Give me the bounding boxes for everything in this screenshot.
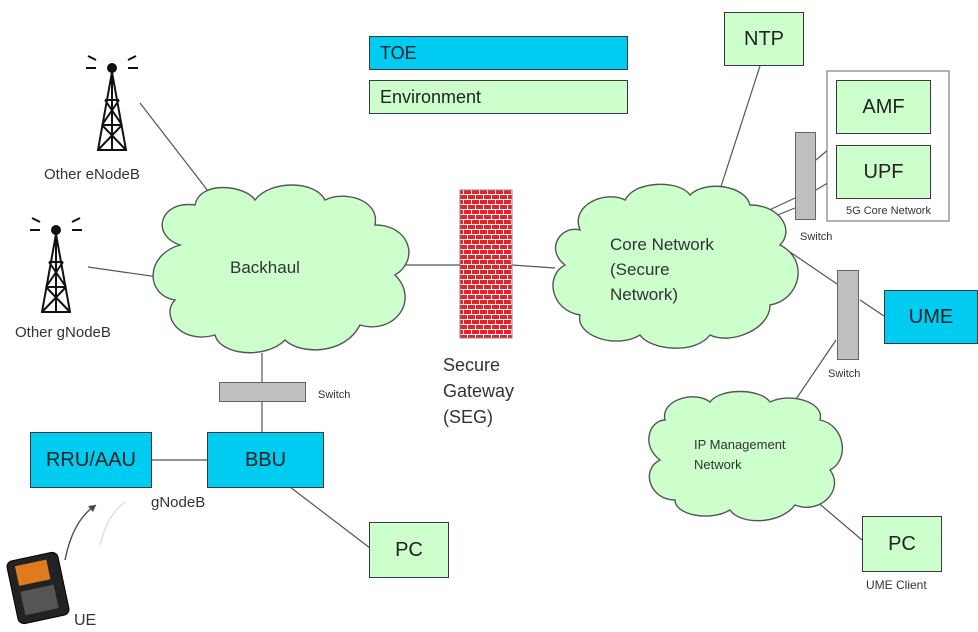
- legend-toe: TOE: [369, 36, 628, 70]
- backhaul-cloud: [152, 184, 410, 354]
- cell-tower-icon: [86, 55, 138, 151]
- upf-label: UPF: [863, 160, 904, 183]
- other-enodeb-label: Other eNodeB: [44, 166, 140, 183]
- switch-backhaul: [219, 382, 306, 402]
- upf-box: UPF: [836, 145, 931, 199]
- other-gnodeb-label: Other gNodeB: [15, 324, 111, 341]
- legend-environment: Environment: [369, 80, 628, 114]
- mobile-phone-icon: [6, 551, 70, 625]
- ume-label: UME: [908, 305, 954, 328]
- ntp-box: NTP: [724, 12, 804, 66]
- gnodeb-label: gNodeB: [151, 494, 206, 511]
- link-ntp-core: [714, 65, 761, 206]
- core-network-cloud: [552, 183, 799, 349]
- rru-aau-box: RRU/AAU: [30, 432, 152, 488]
- switch-ume: [837, 270, 859, 360]
- pc-box-bbu: PC: [369, 522, 449, 578]
- 5g-core-label: 5G Core Network: [846, 205, 931, 217]
- ip-management-cloud: [648, 390, 844, 522]
- bbu-box: BBU: [207, 432, 324, 488]
- ntp-label: NTP: [744, 27, 784, 50]
- link-ipmgmt-pc: [814, 499, 863, 541]
- ume-client-label: UME Client: [866, 578, 927, 592]
- switch-core-label: Switch: [800, 231, 833, 243]
- amf-box: AMF: [836, 80, 931, 134]
- seg-label: Secure Gateway (SEG): [443, 355, 515, 427]
- radio-link-arrow: [64, 504, 97, 561]
- switch-backhaul-label: Switch: [318, 389, 351, 401]
- backhaul-label: Backhaul: [230, 258, 300, 277]
- switch-ume-label: Switch: [828, 368, 861, 380]
- switch-core: [795, 132, 816, 220]
- firewall-icon: [459, 189, 513, 339]
- pc-bbu-label: PC: [395, 538, 423, 561]
- legend-toe-label: TOE: [380, 42, 417, 63]
- link-switch2-ipmgmt: [789, 339, 837, 409]
- radio-link-arrow-light: [99, 501, 126, 546]
- bbu-label: BBU: [244, 448, 287, 471]
- pc-box-ume: PC: [862, 516, 942, 572]
- rru-aau-label: RRU/AAU: [45, 448, 136, 471]
- core-network-label: Core Network (Secure Network): [610, 235, 714, 304]
- link-seg-core: [511, 264, 556, 269]
- link-core-switch2: [789, 251, 838, 285]
- link-bbu-pc: [289, 486, 371, 549]
- pc-ume-label: PC: [888, 532, 916, 555]
- legend-environment-label: Environment: [380, 86, 482, 107]
- ume-box: UME: [884, 290, 978, 344]
- ip-management-label: IP Management Network: [694, 437, 786, 472]
- link-gnodeb-backhaul: [87, 266, 166, 279]
- cell-tower-icon: [30, 217, 82, 313]
- ue-label: UE: [74, 612, 97, 629]
- amf-label: AMF: [862, 95, 905, 118]
- link-switch2-ume: [859, 299, 885, 317]
